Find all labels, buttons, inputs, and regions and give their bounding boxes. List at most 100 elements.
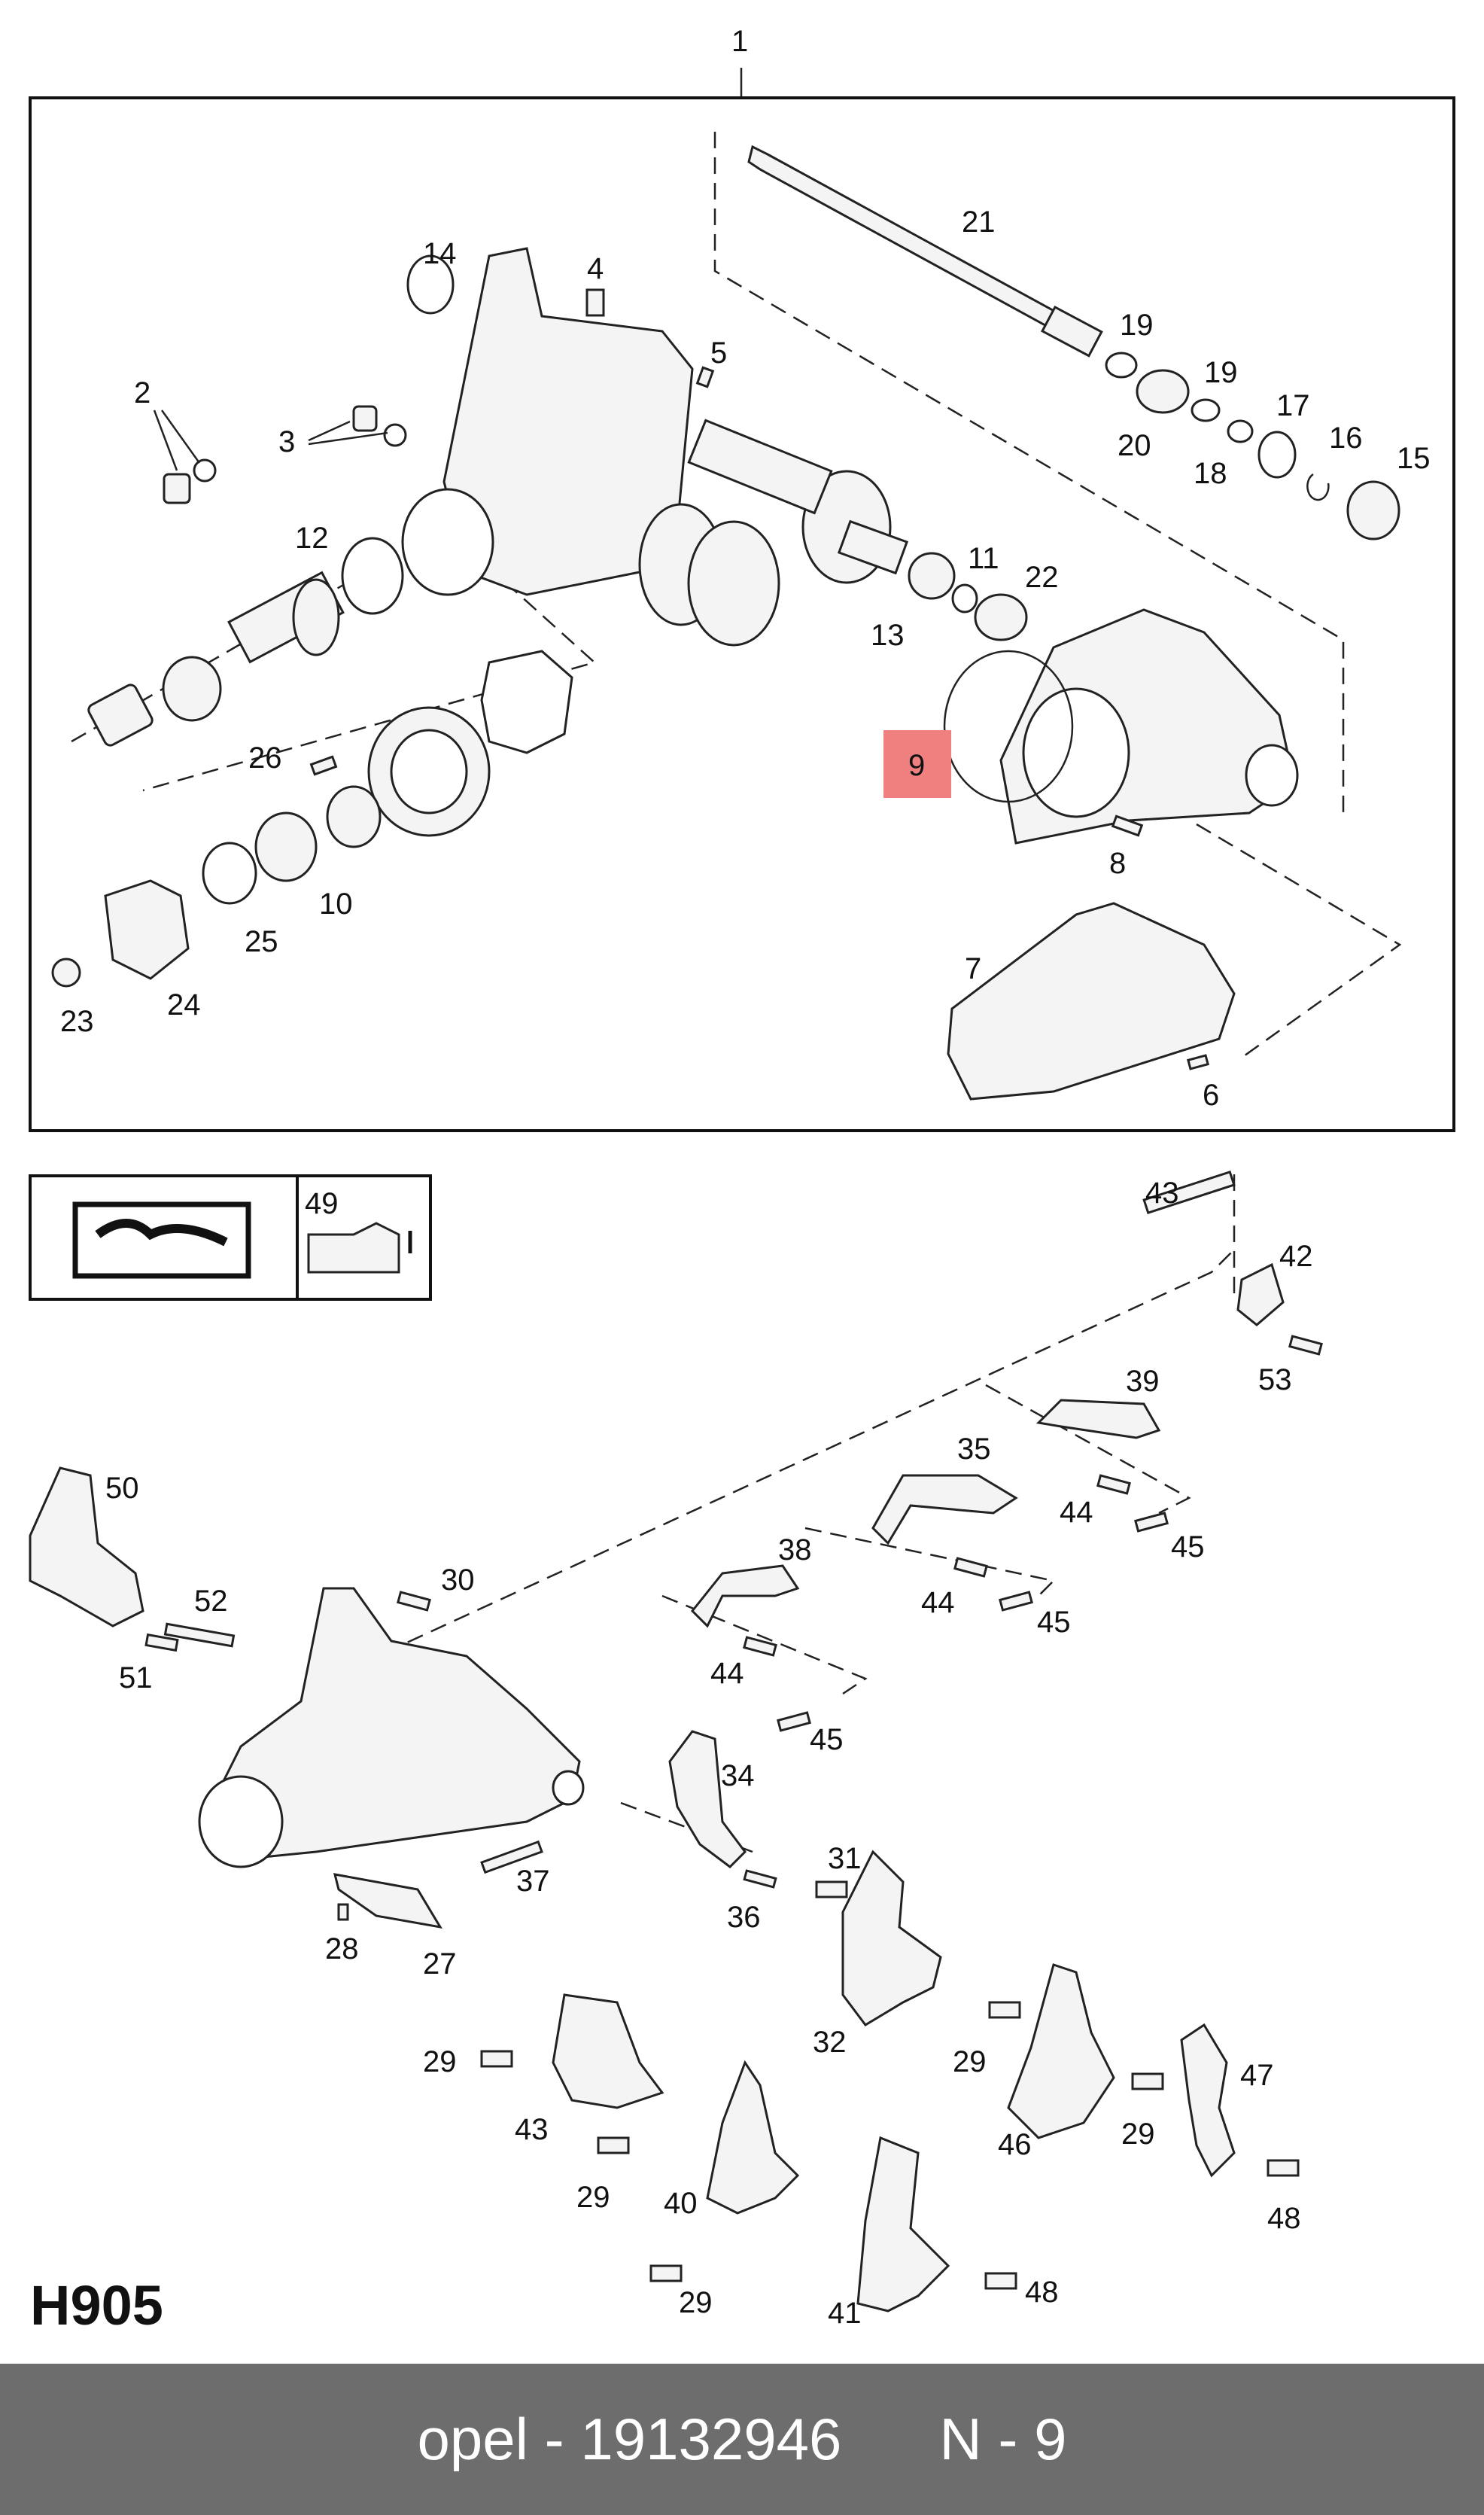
footer-bar: opel - 19132946 N - 9 (0, 2364, 1484, 2515)
bearing-22 (974, 593, 1028, 641)
input-shaft (87, 571, 345, 747)
label-37: 37 (516, 1865, 550, 1898)
bolt-6 (1187, 1054, 1209, 1070)
diagram-code: H905 (30, 2274, 163, 2337)
label-14: 14 (423, 237, 457, 270)
label-53: 53 (1258, 1363, 1292, 1396)
o-ring-14 (406, 254, 455, 315)
label-41: 41 (828, 2297, 862, 2330)
label-20: 20 (1118, 429, 1151, 462)
bracket-34 (668, 1730, 747, 1868)
leader-line (308, 420, 351, 442)
label-36: 36 (727, 1901, 761, 1934)
label-44b: 44 (921, 1586, 955, 1619)
bolt-52 (163, 1622, 236, 1648)
mount-46 (1007, 1963, 1115, 2139)
label-30: 30 (441, 1564, 475, 1597)
gasket (480, 650, 573, 754)
bracket-41 (856, 2136, 950, 2313)
seal-25 (202, 842, 257, 905)
label-45b: 45 (1037, 1606, 1071, 1639)
label-15: 15 (1397, 442, 1431, 475)
legend-label: 49 (305, 1187, 339, 1220)
label-34: 34 (721, 1759, 755, 1792)
label-2: 2 (134, 376, 151, 410)
bracket-35 (871, 1474, 1018, 1545)
legend-box (29, 1174, 432, 1301)
label-29c: 29 (1121, 2118, 1155, 2151)
highlight-marker (883, 730, 951, 798)
housing-bore (401, 488, 494, 596)
bracket-39 (1035, 1399, 1161, 1439)
bracket-42 (1236, 1262, 1285, 1326)
gasket-9 (943, 650, 1074, 803)
bracket-47 (1180, 2023, 1236, 2178)
footer-separator: - (528, 2406, 581, 2472)
label-10: 10 (319, 888, 353, 921)
seal-15 (1346, 480, 1400, 540)
label-3: 3 (278, 425, 295, 458)
label-24: 24 (167, 988, 201, 1022)
assembly-outline (1196, 823, 1402, 1059)
label-32: 32 (813, 2026, 847, 2059)
flange-24 (104, 879, 190, 980)
footer-brand: opel (417, 2406, 529, 2472)
label-29b: 29 (953, 2045, 987, 2078)
shield-27 (333, 1873, 442, 1929)
bolt-28 (337, 1903, 349, 1921)
assembled-transfer-case (198, 1587, 585, 1868)
bracket-40 (706, 2060, 800, 2215)
washer-3 (383, 423, 407, 447)
label-8: 8 (1109, 847, 1126, 880)
ring-19b (1191, 398, 1221, 422)
bearing-11 (908, 552, 956, 600)
label-52: 52 (194, 1585, 228, 1618)
bolt-30 (397, 1591, 431, 1612)
clip-16 (1306, 473, 1330, 501)
highlight-label: 9 (908, 749, 925, 782)
ring-17 (1257, 431, 1297, 479)
bolt-36 (743, 1869, 777, 1889)
ring-19 (1105, 352, 1138, 379)
label-6: 6 (1203, 1079, 1219, 1112)
stud-43 (1142, 1171, 1236, 1214)
assembly-outline (713, 132, 1345, 821)
label-29a: 29 (423, 2045, 457, 2078)
label-44a: 44 (1060, 1496, 1093, 1529)
label-29d: 29 (576, 2181, 610, 2214)
label-19b: 19 (1204, 356, 1238, 389)
label-17: 17 (1276, 389, 1310, 422)
label-22: 22 (1025, 561, 1059, 594)
label-4: 4 (587, 252, 604, 285)
label-43-top: 43 (1145, 1177, 1179, 1210)
bracket-43b (552, 1993, 664, 2109)
exploded-parts-diagram: 1 21 14 4 19 5 2 20 19 17 18 16 15 3 12 … (29, 25, 1455, 2330)
bolt-26 (309, 755, 338, 776)
label-13: 13 (871, 619, 905, 652)
label-31: 31 (828, 1842, 862, 1875)
label-27: 27 (423, 1947, 457, 1981)
bolt-53 (1288, 1335, 1323, 1356)
bolt-37 (480, 1840, 543, 1874)
label-19: 19 (1120, 309, 1154, 342)
washer-2 (193, 458, 217, 483)
leader-line (153, 410, 178, 471)
main-frame (29, 96, 1455, 1132)
label-38: 38 (778, 1533, 812, 1567)
label-42: 42 (1279, 1240, 1313, 1273)
seal-carrier (367, 706, 491, 837)
label-28: 28 (325, 1932, 359, 1965)
footer-position: N - 9 (939, 2406, 1067, 2472)
mount-bolts (743, 1474, 1169, 1732)
ring-11 (951, 583, 978, 614)
bearing-20 (1136, 369, 1190, 414)
bearing-10 (326, 785, 382, 848)
bracket-38 (690, 1564, 800, 1628)
label-48b: 48 (1025, 2276, 1059, 2309)
bracket-50 (29, 1466, 144, 1627)
heat-shield-7 (947, 902, 1236, 1101)
label-51: 51 (119, 1661, 153, 1694)
plug-4 (585, 288, 605, 317)
label-1: 1 (731, 25, 748, 58)
ring-18 (1227, 419, 1254, 443)
